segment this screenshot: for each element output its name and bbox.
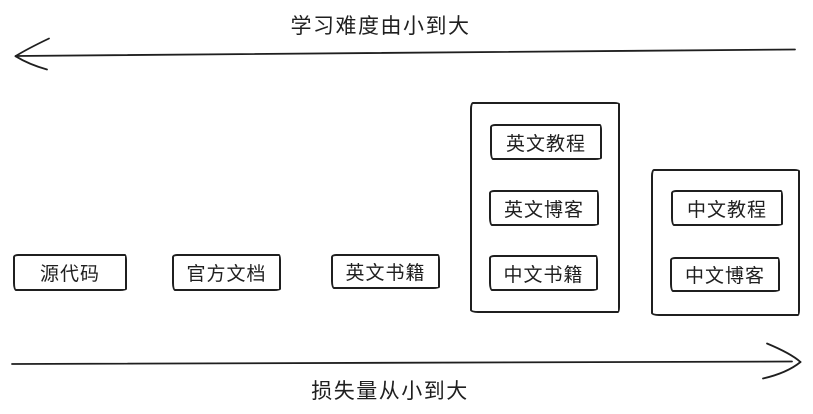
difficulty-axis-label: 学习难度由小到大 [290, 15, 471, 38]
node-chinese-blogs: 中文博客 [670, 257, 780, 292]
node-source-code: 源代码 [13, 254, 127, 291]
node-english-books: 英文书籍 [331, 254, 440, 289]
difficulty-axis-arrow-left-icon [14, 37, 796, 71]
node-chinese-books: 中文书籍 [489, 255, 598, 291]
node-chinese-tutorials: 中文教程 [671, 190, 783, 226]
node-official-docs: 官方文档 [172, 254, 281, 291]
node-english-blogs: 英文博客 [489, 190, 599, 226]
node-english-tutorials: 英文教程 [490, 124, 602, 160]
loss-axis-label: 损失量从小到大 [311, 380, 469, 403]
group-box-tutorials-blogs-books: 英文教程 英文博客 中文书籍 [470, 102, 620, 313]
loss-axis-arrow-right-icon [11, 342, 802, 380]
group-box-chinese-tutorials-blogs: 中文教程 中文博客 [651, 169, 800, 316]
